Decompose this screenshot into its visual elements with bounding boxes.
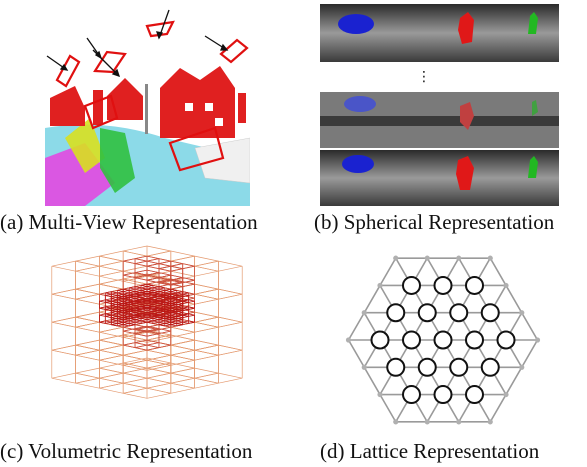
lattice-node	[449, 303, 469, 323]
car-blob	[338, 14, 374, 34]
lattice-edge	[363, 285, 381, 314]
range-image-bottom	[320, 150, 559, 206]
lattice-boundary-vertex	[424, 255, 430, 261]
lattice-edge	[347, 339, 365, 368]
voxel-cell	[164, 310, 178, 321]
vegetation-points-green	[100, 128, 135, 193]
building-right	[160, 66, 246, 138]
voxel-cell	[134, 330, 160, 351]
multi-view-image	[45, 8, 250, 206]
vegetation-points-yellow	[65, 118, 105, 173]
volumetric-image	[42, 242, 252, 438]
voxel-cell	[105, 293, 118, 305]
lattice-node	[480, 303, 500, 323]
lattice-boundary-vertex	[393, 255, 399, 261]
vegetation-points-magenta	[45, 143, 115, 206]
lattice-node	[465, 330, 484, 350]
voxel-grid	[51, 245, 243, 399]
lattice-node	[433, 275, 453, 295]
lattice-node	[386, 303, 406, 323]
lattice-boundary-vertex	[456, 419, 462, 425]
view-frame-1	[55, 54, 81, 88]
lattice-boundary-vertex	[503, 391, 509, 398]
lattice-boundary-vertex	[424, 419, 430, 425]
caption-c: (c) Volumetric Representation	[0, 439, 253, 463]
range-image-middle	[320, 92, 559, 148]
lattice-boundary-vertex	[345, 337, 352, 343]
lattice-node	[449, 357, 469, 377]
spherical-strips	[320, 4, 559, 206]
lattice-node	[496, 330, 516, 350]
caption-b: (b) Spherical Representation	[314, 210, 555, 234]
lattice-node	[386, 357, 406, 377]
lattice-boundary-vertex	[487, 419, 493, 425]
voxel-cell	[164, 296, 178, 307]
lattice-boundary-vertex	[519, 364, 525, 370]
view-arrows	[46, 9, 229, 78]
lattice-image	[325, 244, 565, 438]
lattice-boundary-vertex	[377, 282, 383, 289]
range-image-top	[320, 4, 559, 62]
lattice-edge	[489, 257, 507, 286]
spherical-image	[320, 4, 559, 206]
lattice-node	[417, 303, 437, 323]
lattice-edge	[379, 394, 397, 423]
lattice-node	[433, 330, 453, 350]
lattice-edge	[347, 312, 365, 341]
sidewalk-points	[194, 137, 250, 184]
view-frame-group	[55, 20, 249, 172]
lattice-node	[402, 275, 421, 295]
person-red-blob	[458, 12, 474, 44]
lattice-edge	[379, 257, 397, 286]
lattice-edge	[505, 366, 523, 395]
lattice-boundary-vertex	[456, 255, 462, 261]
lattice-boundary-vertex	[393, 419, 399, 425]
view-frame-4	[219, 38, 249, 64]
voxel-cell	[140, 291, 154, 302]
voxel-cell	[122, 359, 172, 399]
ellipsis-dots: ⋮	[417, 69, 431, 85]
voxel-cell	[176, 293, 189, 305]
lattice-edge	[505, 285, 523, 314]
lattice-edge	[489, 394, 507, 423]
lattice-boundary-vertex	[361, 310, 367, 316]
lattice-boundary-vertex	[361, 364, 367, 370]
lattice-boundary-vertex	[534, 337, 541, 343]
lattice-boundary-vertex	[503, 282, 509, 289]
lattice-node	[417, 357, 437, 377]
lattice-boundary-vertex	[519, 310, 525, 316]
lattice-graph	[345, 255, 541, 425]
view-frame-6	[168, 126, 225, 172]
caption-d: (d) Lattice Representation	[320, 439, 540, 463]
lattice-node	[465, 385, 484, 405]
lattice-node	[480, 357, 500, 377]
pole-points	[145, 84, 148, 134]
lattice-edge	[363, 366, 381, 395]
voxel-cell	[116, 296, 130, 307]
lattice-boundary-vertex	[487, 255, 493, 261]
multi-view-scene	[45, 9, 250, 206]
view-frame-5	[83, 94, 119, 130]
voxel-cell	[128, 293, 142, 305]
lattice-edge	[521, 312, 539, 341]
lattice-node	[402, 385, 421, 405]
lattice-node	[370, 330, 390, 350]
caption-a: (a) Multi-View Representation	[0, 210, 258, 234]
lattice-node	[433, 385, 453, 405]
lattice-node	[465, 275, 484, 295]
person-green-blob	[528, 12, 538, 34]
lattice-edge	[521, 339, 539, 368]
lattice-boundary-vertex	[377, 391, 383, 398]
building-left	[50, 78, 143, 126]
view-frame-2	[93, 50, 127, 74]
voxel-cell	[152, 293, 166, 305]
voxel-cell	[116, 310, 130, 321]
lattice-node	[402, 330, 421, 350]
